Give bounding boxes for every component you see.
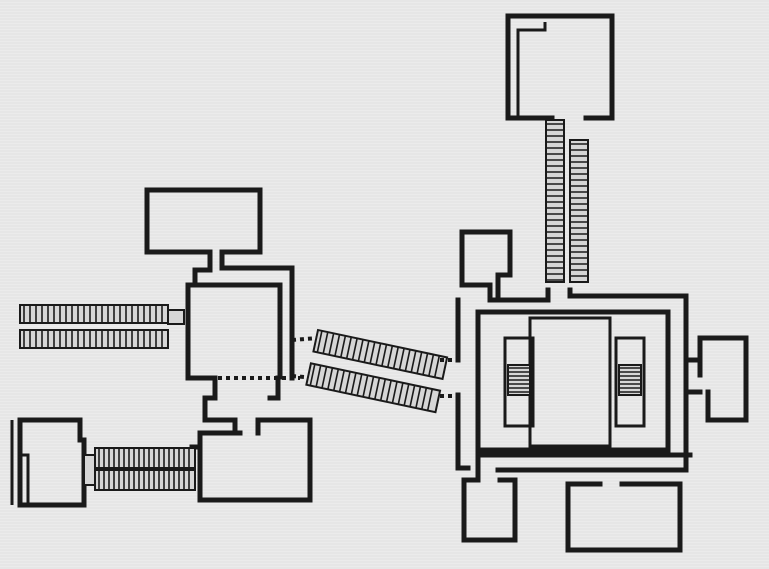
stair-tread [357, 339, 364, 362]
tower-link [459, 282, 493, 303]
stair-tread [368, 376, 375, 399]
stair-left-long [19, 304, 185, 349]
stair-tread [321, 366, 328, 389]
stair-tread [422, 353, 429, 375]
hall-left-top-wall [185, 282, 283, 380]
corridor-neck-left [192, 249, 213, 286]
stair-tread [426, 388, 434, 411]
stair-tread [385, 380, 392, 402]
right-wing [440, 13, 749, 553]
stair-treads [23, 305, 163, 348]
stair-tread [328, 333, 335, 356]
room-bottom-right-a [461, 467, 518, 543]
stair-tread [351, 338, 358, 361]
stair-tread [345, 336, 353, 359]
room-bottom-left-inner [20, 453, 30, 505]
stair-tread [316, 330, 323, 353]
stair-run-left [545, 119, 565, 283]
main-block-west-lower [455, 392, 471, 471]
room-top-right [505, 13, 615, 121]
chamber-east [614, 336, 646, 428]
room-bottom-left [17, 417, 87, 508]
stair-chamber-east [618, 364, 642, 396]
stair-treads [508, 367, 530, 393]
stair-diagonal-link [305, 328, 449, 414]
stair-tread [362, 375, 369, 398]
stair-tread [381, 344, 388, 367]
stair-run-lower [305, 362, 442, 414]
stair-bottom-left [83, 447, 196, 491]
stair-tread [415, 386, 422, 409]
stair-tread [369, 341, 376, 364]
stair-tread [409, 385, 416, 407]
stair-tread [386, 345, 394, 368]
stair-tread [428, 354, 435, 377]
room-top-left [144, 187, 263, 255]
stair-tread [392, 346, 399, 369]
stair-tread [356, 373, 363, 396]
inner-court [475, 309, 671, 453]
stair-tread [338, 370, 345, 393]
stair-tread [309, 363, 316, 386]
stair-tread [363, 340, 370, 363]
stair-tread [350, 372, 357, 395]
stair-vertical [545, 119, 589, 283]
stair-tread [398, 348, 405, 370]
stair-tread [397, 382, 404, 405]
stair-tread [375, 343, 382, 365]
room-small-tower [459, 229, 513, 303]
stair-tread [410, 350, 417, 373]
room-east [697, 335, 749, 423]
stair-treads [98, 448, 190, 490]
stair-landing [83, 454, 96, 486]
stair-treads [619, 367, 641, 393]
main-block-north-a [487, 287, 551, 303]
stair-run-lower [19, 329, 169, 349]
stair-tread [327, 367, 334, 390]
stair-tread [334, 334, 341, 357]
stair-run-lower [94, 469, 196, 491]
stair-treads [309, 330, 441, 411]
stair-tread [403, 383, 410, 406]
chamber-west [503, 336, 535, 428]
stair-tread [374, 377, 381, 400]
lower-corridor-east [267, 375, 281, 401]
stair-tread [391, 381, 398, 404]
stair-tread [404, 349, 411, 372]
stair-run-upper [94, 447, 196, 469]
hall-left-west-wall [185, 282, 213, 381]
stair-chamber-west [507, 364, 531, 396]
stair-tread [379, 378, 387, 401]
stair-tread [340, 335, 347, 358]
stair-landing [167, 309, 185, 325]
left-wing [10, 187, 319, 508]
room-top-right-inner [516, 22, 547, 118]
stair-tread [420, 387, 428, 410]
stair-tread [315, 365, 322, 388]
corridor-neck-right [219, 249, 295, 343]
stair-tread [322, 331, 329, 354]
main-block-north-b [567, 287, 689, 473]
stair-tread [416, 351, 423, 374]
lower-corridor-west [202, 375, 238, 436]
stair-tread [344, 371, 351, 394]
room-bottom-right-b [565, 481, 683, 553]
stair-tread [433, 355, 441, 378]
stair-treads [546, 123, 588, 281]
stair-tread [332, 368, 340, 391]
room-lower-center [197, 417, 313, 503]
stair-run-upper [312, 328, 449, 381]
